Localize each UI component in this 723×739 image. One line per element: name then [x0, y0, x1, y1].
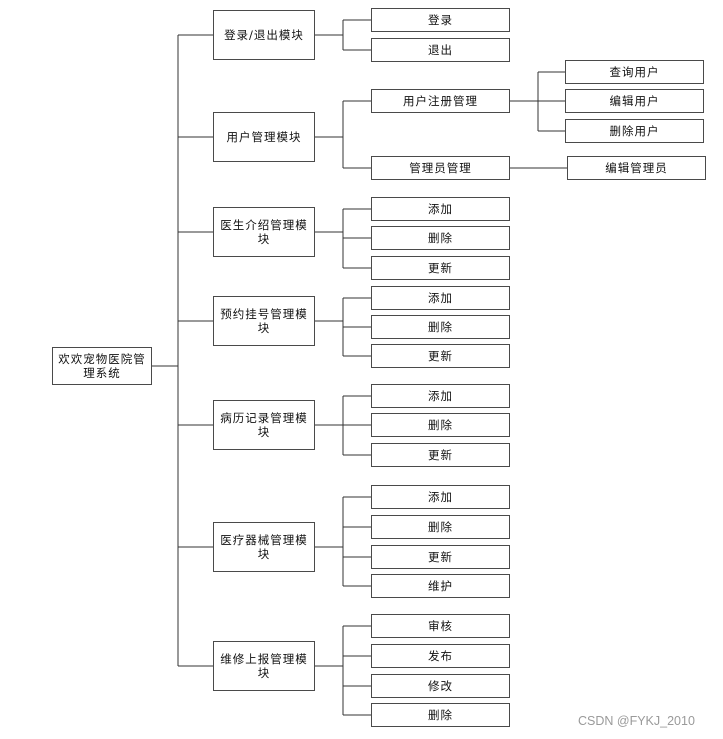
leaf-node-delete-user: 删除用户 — [565, 119, 704, 143]
leaf-label: 编辑管理员 — [605, 161, 668, 175]
leaf-node-modify: 修改 — [371, 674, 510, 698]
root-label: 欢欢宠物医院管理系统 — [58, 352, 146, 380]
leaf-node-add: 添加 — [371, 485, 510, 509]
leaf-label: 更新 — [428, 261, 453, 275]
leaf-node-logout: 退出 — [371, 38, 510, 62]
leaf-label: 删除用户 — [609, 124, 660, 138]
leaf-node-update: 更新 — [371, 443, 510, 467]
leaf-node-add: 添加 — [371, 384, 510, 408]
sub-node-admin-management: 管理员管理 — [371, 156, 510, 180]
leaf-label: 登录 — [428, 13, 453, 27]
module-label: 医生介绍管理模块 — [220, 218, 308, 246]
leaf-node-edit-user: 编辑用户 — [565, 89, 704, 113]
leaf-label: 修改 — [428, 679, 453, 693]
leaf-node-query-user: 查询用户 — [565, 60, 704, 84]
leaf-label: 更新 — [428, 448, 453, 462]
leaf-label: 删除 — [428, 320, 453, 334]
leaf-node-login: 登录 — [371, 8, 510, 32]
leaf-label: 删除 — [428, 231, 453, 245]
sub-label: 用户注册管理 — [403, 94, 478, 108]
module-node-medical-records: 病历记录管理模块 — [213, 400, 315, 450]
leaf-label: 发布 — [428, 649, 453, 663]
leaf-label: 删除 — [428, 418, 453, 432]
leaf-node-delete: 删除 — [371, 703, 510, 727]
module-label: 维修上报管理模块 — [220, 652, 308, 680]
leaf-node-review: 审核 — [371, 614, 510, 638]
module-node-login-logout: 登录/退出模块 — [213, 10, 315, 60]
module-label: 登录/退出模块 — [224, 28, 304, 42]
leaf-node-add: 添加 — [371, 197, 510, 221]
leaf-label: 更新 — [428, 349, 453, 363]
module-node-doctor-intro: 医生介绍管理模块 — [213, 207, 315, 257]
leaf-node-delete: 删除 — [371, 413, 510, 437]
leaf-node-delete: 删除 — [371, 515, 510, 539]
module-node-appointment: 预约挂号管理模块 — [213, 296, 315, 346]
module-label: 预约挂号管理模块 — [220, 307, 308, 335]
leaf-node-update: 更新 — [371, 344, 510, 368]
module-label: 医疗器械管理模块 — [220, 533, 308, 561]
module-node-repair-report: 维修上报管理模块 — [213, 641, 315, 691]
root-node: 欢欢宠物医院管理系统 — [52, 347, 152, 385]
leaf-label: 更新 — [428, 550, 453, 564]
leaf-label: 编辑用户 — [609, 94, 660, 108]
module-label: 病历记录管理模块 — [220, 411, 308, 439]
leaf-label: 添加 — [428, 291, 453, 305]
module-node-user-management: 用户管理模块 — [213, 112, 315, 162]
leaf-node-publish: 发布 — [371, 644, 510, 668]
leaf-label: 删除 — [428, 708, 453, 722]
leaf-label: 退出 — [428, 43, 453, 57]
leaf-node-edit-admin: 编辑管理员 — [567, 156, 706, 180]
leaf-label: 添加 — [428, 202, 453, 216]
leaf-node-delete: 删除 — [371, 226, 510, 250]
leaf-node-maintain: 维护 — [371, 574, 510, 598]
sub-node-user-registration: 用户注册管理 — [371, 89, 510, 113]
leaf-node-add: 添加 — [371, 286, 510, 310]
watermark-text: CSDN @FYKJ_2010 — [578, 714, 695, 728]
leaf-node-delete: 删除 — [371, 315, 510, 339]
leaf-label: 审核 — [428, 619, 453, 633]
leaf-label: 添加 — [428, 490, 453, 504]
module-node-medical-devices: 医疗器械管理模块 — [213, 522, 315, 572]
module-label: 用户管理模块 — [226, 130, 302, 144]
leaf-node-update: 更新 — [371, 545, 510, 569]
leaf-label: 添加 — [428, 389, 453, 403]
sub-label: 管理员管理 — [409, 161, 472, 175]
leaf-label: 删除 — [428, 520, 453, 534]
leaf-node-update: 更新 — [371, 256, 510, 280]
leaf-label: 查询用户 — [609, 65, 660, 79]
leaf-label: 维护 — [428, 579, 453, 593]
